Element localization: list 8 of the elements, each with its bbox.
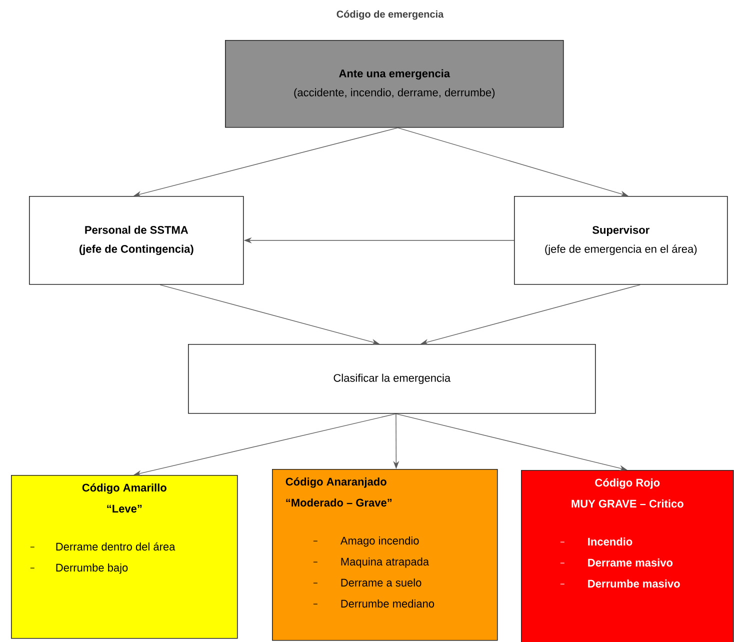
code-box: Código Rojo MUY GRAVE – Critico Incendio Derrame masivo Derrumbe masivo — [521, 470, 734, 642]
code-box: Código Anaranjado “Moderado – Grave” Amago incendio Maquina atrapada Derrame a suelo Derrumbe mediano — [272, 469, 498, 641]
process-box: Personal de SSTMA (jefe de Contingencia) — [29, 196, 244, 285]
title: Código de emergencia — [336, 10, 444, 20]
code-box: Código Amarillo “Leve” Derrame dentro del área Derrumbe bajo — [11, 475, 238, 639]
start-box: Ante una emergencia (accidente, incendio, derrame, derrumbe) — [225, 40, 564, 128]
process-box: Clasificar la emergencia — [188, 344, 596, 414]
process-box: Supervisor (jefe de emergencia en el área) — [514, 196, 728, 285]
